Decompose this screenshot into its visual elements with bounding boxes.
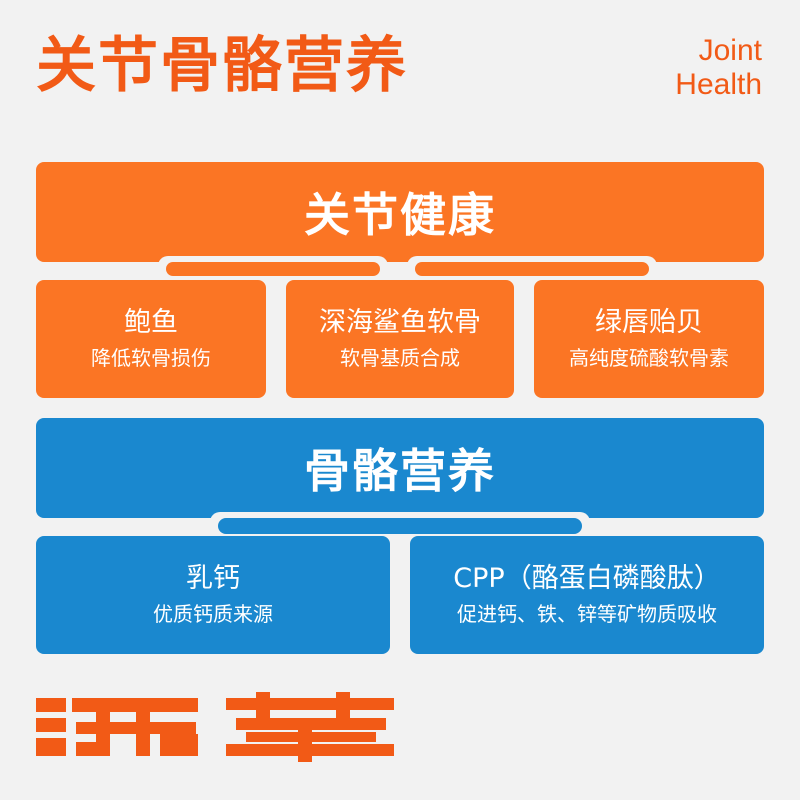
- brand-logo: [36, 692, 394, 762]
- card-title: 鲍鱼: [124, 307, 178, 338]
- card-cpp: CPP（酪蛋白磷酸肽） 促进钙、铁、锌等矿物质吸收: [410, 536, 764, 654]
- connector-tab: [218, 518, 582, 534]
- card-milk-calcium: 乳钙 优质钙质来源: [36, 536, 390, 654]
- english-title: Joint Health: [675, 34, 762, 102]
- card-title: 绿唇贻贝: [595, 307, 703, 338]
- card-title: 深海鲨鱼软骨: [319, 307, 481, 338]
- card-subtitle: 促进钙、铁、锌等矿物质吸收: [457, 602, 717, 626]
- card-subtitle: 降低软骨损伤: [91, 346, 211, 370]
- bone-nutrition-banner: 骨骼营养: [36, 418, 764, 518]
- card-title: 乳钙: [186, 563, 240, 594]
- english-title-line1: Joint: [698, 34, 762, 67]
- card-title: CPP（酪蛋白磷酸肽）: [453, 563, 721, 594]
- card-abalone: 鲍鱼 降低软骨损伤: [36, 280, 266, 398]
- english-title-line2: Health: [675, 68, 762, 101]
- card-green-lipped-mussel: 绿唇贻贝 高纯度硫酸软骨素: [534, 280, 764, 398]
- joint-health-banner: 关节健康: [36, 162, 764, 262]
- card-subtitle: 软骨基质合成: [340, 346, 460, 370]
- card-shark-cartilage: 深海鲨鱼软骨 软骨基质合成: [286, 280, 514, 398]
- connector-tab: [166, 262, 380, 276]
- card-subtitle: 优质钙质来源: [153, 602, 273, 626]
- connector-tab: [415, 262, 649, 276]
- page-title: 关节骨骼营养: [36, 31, 408, 101]
- card-subtitle: 高纯度硫酸软骨素: [569, 346, 729, 370]
